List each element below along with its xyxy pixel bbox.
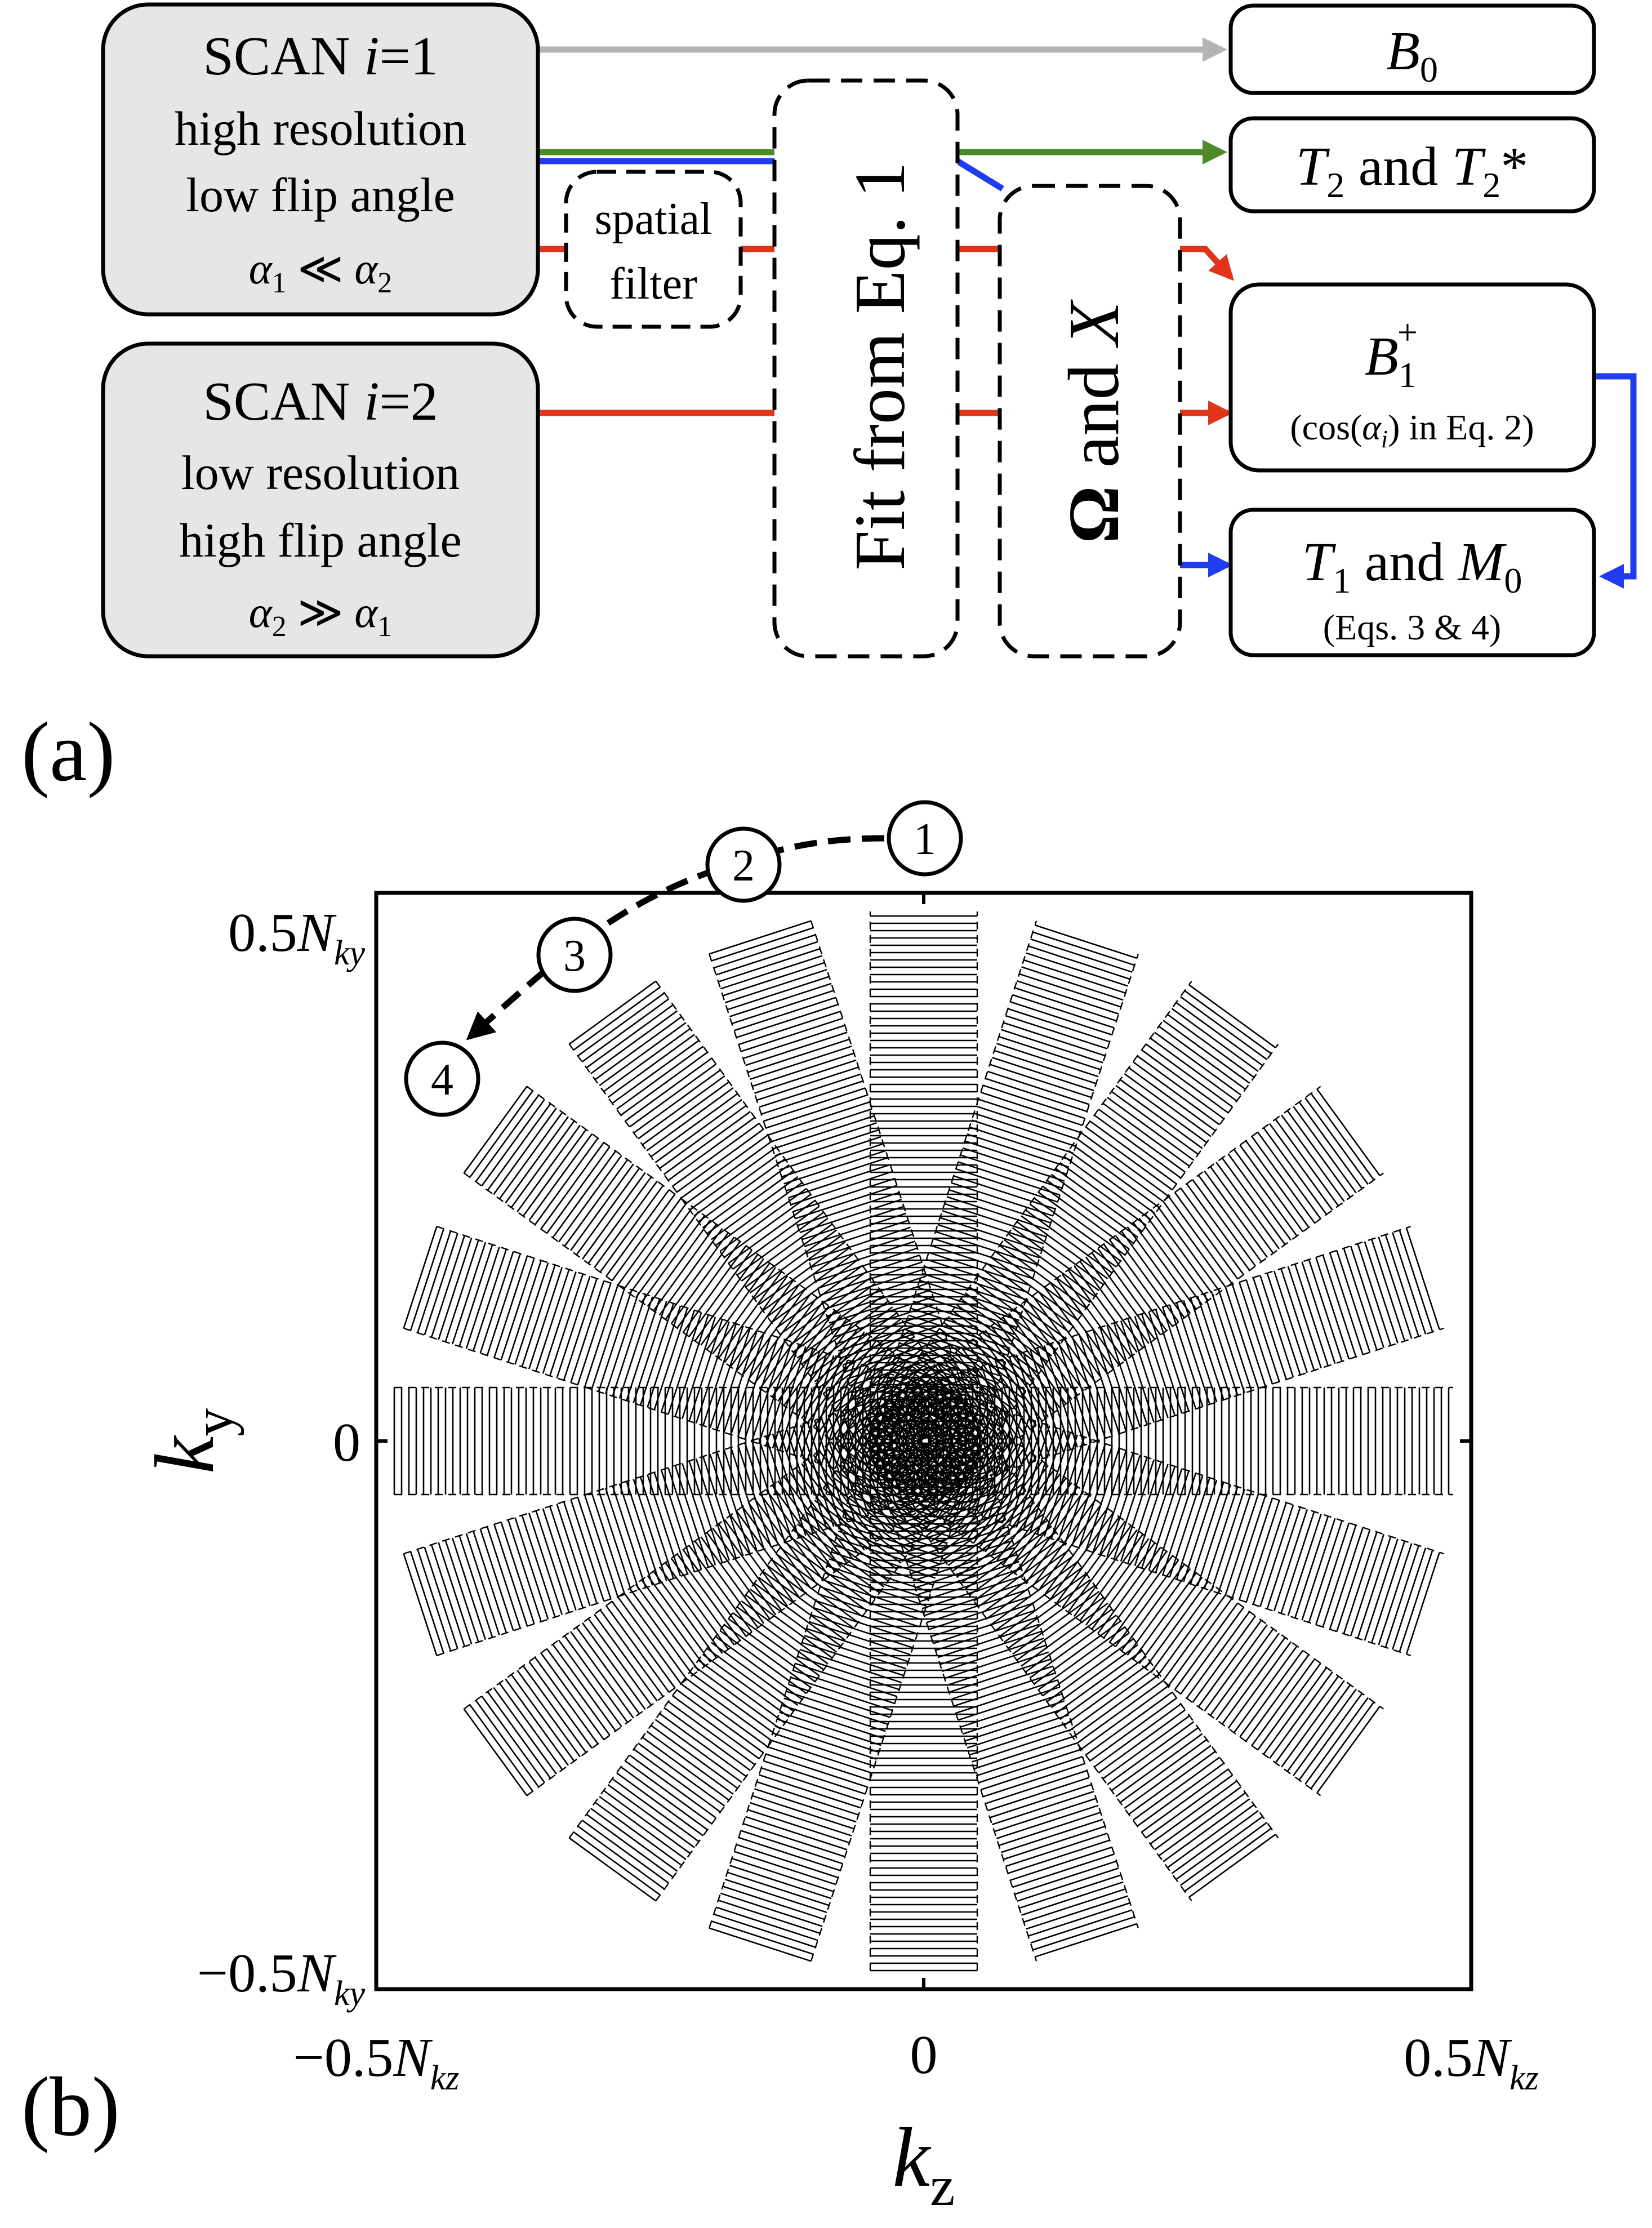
ytick-center: 0 xyxy=(333,1412,360,1473)
panel-b-label: (b) xyxy=(21,2060,120,2154)
xtick-right: 0.5Nkz xyxy=(1404,2027,1539,2097)
output-t1-box: T1 and M0 (Eqs. 3 & 4) xyxy=(1228,508,1596,657)
spatial-filter-line1: spatial xyxy=(595,194,713,244)
order-marker-4: 4 xyxy=(404,1040,480,1117)
order-marker-4-label: 4 xyxy=(431,1055,453,1105)
spatial-filter-line2: filter xyxy=(609,259,697,309)
output-b0-box: B0 xyxy=(1228,3,1596,95)
sampling-blade xyxy=(463,1086,1384,1796)
output-t2-box: T2 and T2* xyxy=(1228,116,1596,214)
output-b1-label: B1+ xyxy=(1365,312,1418,395)
sampling-blade xyxy=(403,1226,1444,1656)
blue-line-scan1 xyxy=(538,158,1004,192)
sampling-blade xyxy=(709,920,1139,1962)
order-marker-2-label: 2 xyxy=(732,841,755,891)
order-marker-1: 1 xyxy=(887,800,963,877)
sampling-blade xyxy=(463,1086,1384,1796)
order-marker-2: 2 xyxy=(705,826,782,903)
order-marker-3: 3 xyxy=(536,917,613,993)
scan1-line2: low flip angle xyxy=(186,168,455,222)
scan2-box: SCAN i=2 low resolution high flip angle … xyxy=(101,341,540,659)
blue-feedback-arrow xyxy=(1594,373,1637,589)
sampling-blade xyxy=(393,1386,1453,1496)
scan2-title: SCAN i=2 xyxy=(203,371,438,432)
output-t1-note: (Eqs. 3 & 4) xyxy=(1323,607,1501,647)
output-b1-box: B1+ (cos(αi) in Eq. 2) xyxy=(1228,282,1596,473)
order-marker-1-label: 1 xyxy=(914,815,936,864)
scan2-condition: α2 ≫ α1 xyxy=(249,588,393,643)
omega-x-label: Ω and X xyxy=(1054,299,1134,543)
output-b0-label: B0 xyxy=(1386,21,1438,90)
panel-a-flow-diagram: SCAN i=1 high resolution low flip angle … xyxy=(21,2,1637,799)
red-arrow-b1-upper xyxy=(1180,246,1234,281)
fit-box: Fit from Eq. 1 xyxy=(772,78,960,659)
ytick-bottom: −0.5Nky xyxy=(197,1943,366,2013)
scan1-title: SCAN i=1 xyxy=(203,26,438,87)
scan1-line1: high resolution xyxy=(175,101,466,155)
y-axis-label: ky xyxy=(138,1408,244,1474)
spatial-filter-box: spatial filter xyxy=(564,170,743,329)
connectors xyxy=(538,37,1637,589)
panel-b-kspace: 0.5Nky 0 −0.5Nky −0.5Nkz 0 0.5Nkz kz ky … xyxy=(21,800,1539,2217)
scan1-box: SCAN i=1 high resolution low flip angle … xyxy=(101,2,540,317)
order-marker-3-label: 3 xyxy=(563,931,586,981)
sampling-blade xyxy=(568,980,1279,1902)
sampling-blades xyxy=(393,911,1453,1972)
acquisition-order-arrow xyxy=(466,835,885,1040)
output-t1-label: T1 and M0 xyxy=(1302,532,1522,601)
panel-a-label: (a) xyxy=(21,705,115,799)
sampling-blade xyxy=(869,911,978,1972)
fit-label: Fit from Eq. 1 xyxy=(840,162,920,570)
xtick-center: 0 xyxy=(910,2025,938,2085)
scan2-line1: low resolution xyxy=(181,446,460,500)
sampling-blade xyxy=(568,980,1279,1902)
output-b1-note: (cos(αi) in Eq. 2) xyxy=(1290,407,1534,453)
x-axis-label: kz xyxy=(893,2111,955,2217)
xtick-left: −0.5Nkz xyxy=(293,2027,460,2097)
omega-x-box: Ω and X xyxy=(998,184,1182,659)
scan2-line2: high flip angle xyxy=(179,513,462,567)
scan1-condition: α1 ≪ α2 xyxy=(249,244,393,299)
ytick-top: 0.5Nky xyxy=(228,902,365,972)
output-t2-label: T2 and T2* xyxy=(1296,136,1529,205)
